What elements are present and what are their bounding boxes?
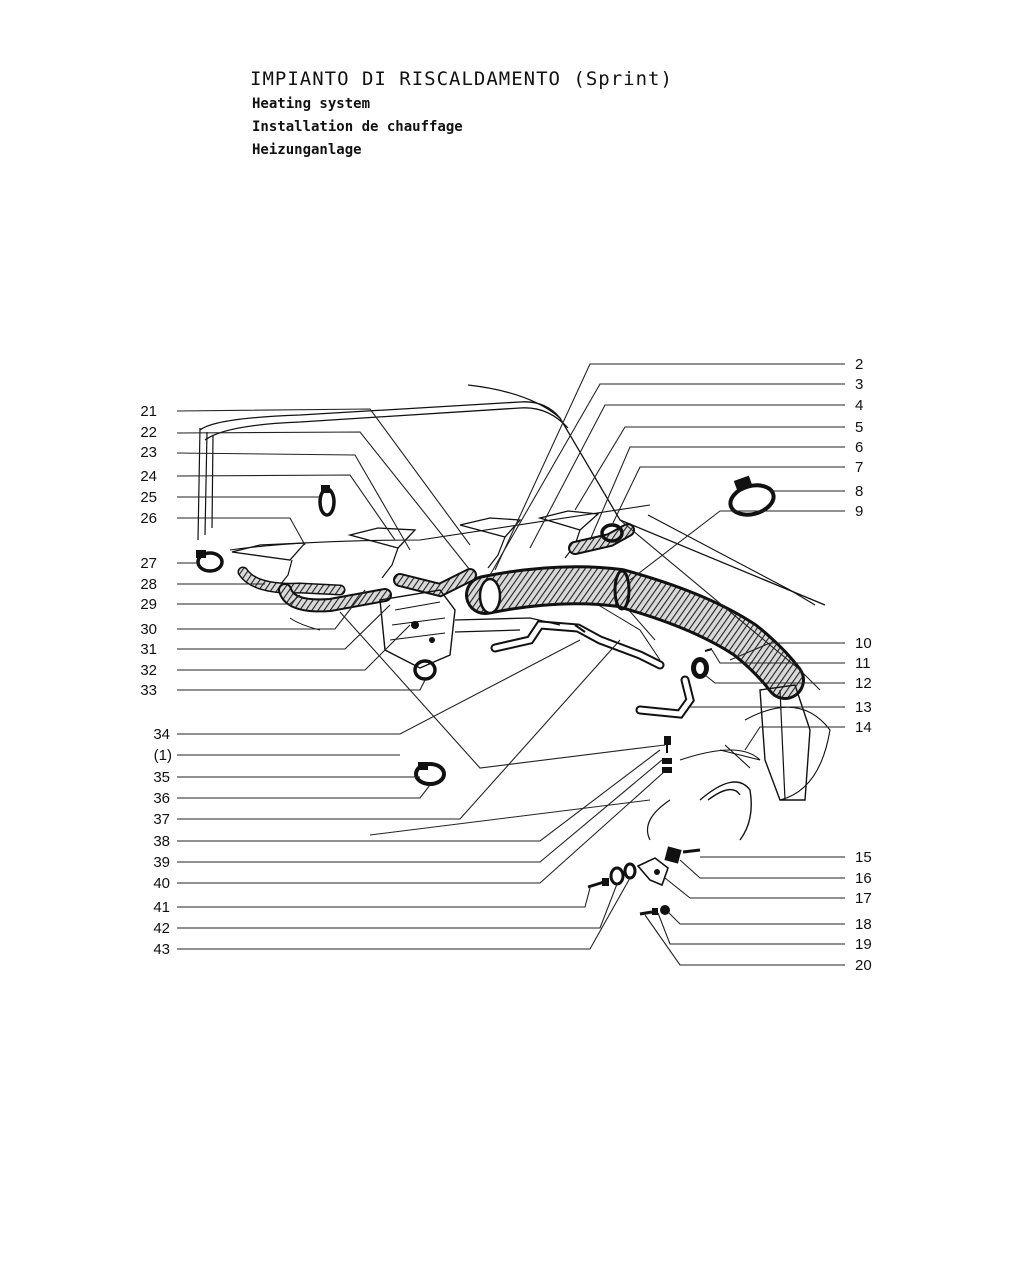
callout-40: 40 [153,875,170,892]
callout-9: 9 [855,503,863,520]
callout-29: 29 [140,596,157,613]
small-hoses [237,523,695,719]
callout-8: 8 [855,483,863,500]
callout-20: 20 [855,957,872,974]
callout-27: 27 [140,555,157,572]
callout-37: 37 [153,811,170,828]
callout-18: 18 [855,916,872,933]
callout-25: 25 [140,489,157,506]
subtitle-french: Installation de chauffage [252,119,463,135]
callout-13: 13 [855,699,872,716]
callout-19: 19 [855,936,872,953]
callout-26: 26 [140,510,157,527]
callout-23: 23 [140,444,157,461]
callouts-right: 2 3 4 5 6 7 8 9 10 11 12 13 14 15 16 17 … [855,356,872,974]
callout-42: 42 [153,920,170,937]
callout-14: 14 [855,719,872,736]
callout-6: 6 [855,439,863,456]
callout-3: 3 [855,376,863,393]
callout-34: 34 [153,726,170,743]
callout-30: 30 [140,621,157,638]
callout-39: 39 [153,854,170,871]
subtitle-german: Heizunganlage [252,142,362,158]
callout-12: 12 [855,675,872,692]
callouts-left: 21 22 23 24 25 26 27 28 29 30 31 32 33 3… [140,403,172,958]
callout-33: 33 [140,682,157,699]
heat-exchanger-box [646,684,831,841]
callout-32: 32 [140,662,157,679]
callout-11: 11 [855,655,871,672]
callout-41: 41 [153,899,170,916]
defroster-vents [231,510,600,586]
callout-1: (1) [154,747,172,764]
callout-38: 38 [153,833,170,850]
callout-28: 28 [140,576,157,593]
callout-22: 22 [140,424,157,441]
callout-35: 35 [153,769,170,786]
main-air-duct [465,565,805,700]
callout-17: 17 [855,890,872,907]
callout-16: 16 [855,870,872,887]
hose-clamps [196,475,776,786]
leader-lines [176,363,845,966]
fasteners [574,624,713,916]
callout-31: 31 [140,641,157,658]
callout-5: 5 [855,419,863,436]
diagram-title: IMPIANTO DI RISCALDAMENTO (Sprint) [250,68,673,90]
callout-4: 4 [855,397,863,414]
callout-7: 7 [855,459,863,476]
callout-10: 10 [855,635,872,652]
callout-36: 36 [153,790,170,807]
callout-2: 2 [855,356,863,373]
subtitle-english: Heating system [252,96,371,112]
callout-24: 24 [140,468,157,485]
callout-21: 21 [140,403,157,420]
callout-43: 43 [153,941,170,958]
callout-15: 15 [855,849,872,866]
